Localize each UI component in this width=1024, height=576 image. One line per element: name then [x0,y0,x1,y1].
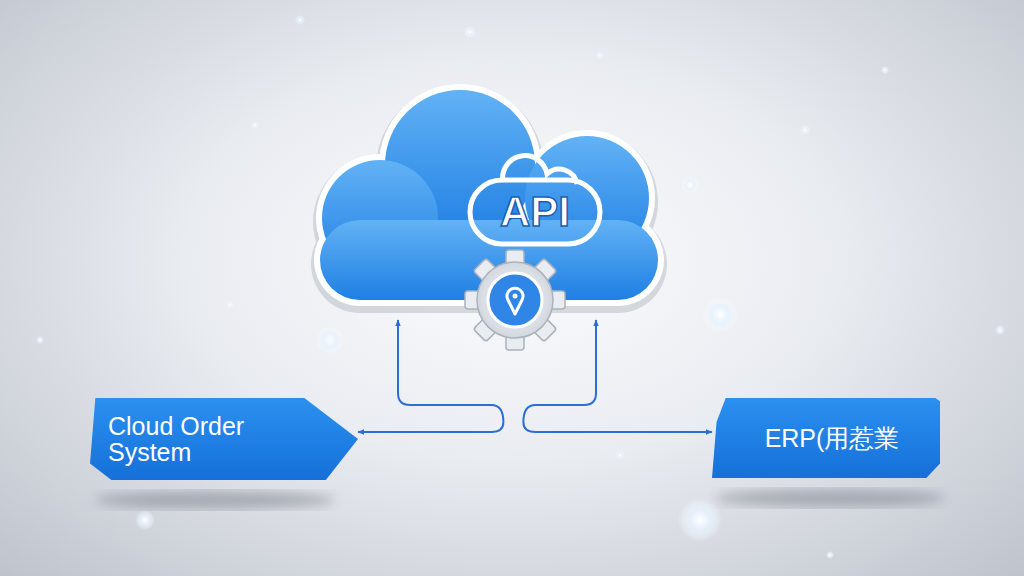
gear-icon [465,250,565,350]
bokeh-dots [36,15,1005,559]
cloud-shape [315,88,660,305]
api-label: API [500,191,570,233]
system-label: ERP(用惹業 [765,425,900,451]
system-box: ERP(用惹業 [712,398,940,478]
shadow [715,489,945,507]
system-box: Cloud Order System [90,398,358,480]
connector [523,320,712,432]
shadow [95,491,335,509]
system-label: Cloud Order System [108,413,308,466]
cloud-node: API [315,88,660,305]
